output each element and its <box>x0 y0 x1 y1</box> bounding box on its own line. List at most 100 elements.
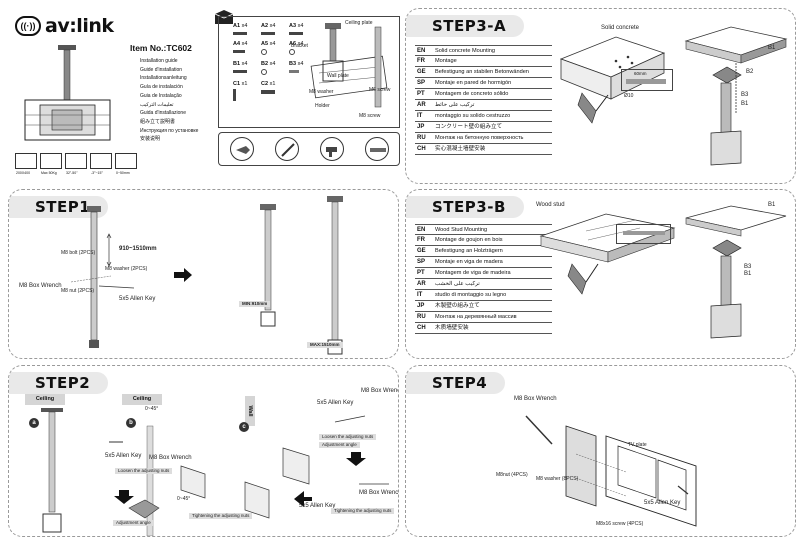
wrench-label: M8 Box Wrench <box>359 490 399 496</box>
level-icon <box>364 137 389 161</box>
weight-icon: Max 50Kg <box>40 153 62 175</box>
m8-washer-label: M8 washer (2PCS) <box>105 266 148 272</box>
wrench-label: M8 Box Wrench <box>149 455 192 461</box>
label-m8-screw: M8 screw <box>359 113 381 119</box>
part-c2: C2 x1 <box>261 81 287 101</box>
allen-key-label: 5x5 Allen Key <box>119 296 156 302</box>
wrench-label: M8 Box Wrench <box>514 396 557 402</box>
part-b3: B3 x4 <box>289 61 315 75</box>
guide-line: Guía de instalación <box>140 84 183 91</box>
step2-title: STEP2 <box>9 372 109 394</box>
step1-title: STEP1 <box>9 196 109 218</box>
mount-min-drawing <box>260 204 276 327</box>
label-holder: Holder <box>315 103 330 109</box>
concrete-block-drawing <box>559 36 666 124</box>
tv-plate-label: TV plate <box>628 442 647 448</box>
m8-wrench-label: M8 Box Wrench <box>19 283 62 289</box>
part-a6: A6 x4 <box>289 41 315 55</box>
arrow-right-icon <box>174 268 192 282</box>
screwdriver-icon <box>274 137 299 161</box>
m8-nut-label: M8nut (4PCS) <box>496 472 528 478</box>
step2-panel: STEP2 Ceiling Ceiling Wall a b c 0~45° 5… <box>8 365 399 537</box>
bolt-label: B3 <box>744 264 752 270</box>
allen-key-label: 5x5 Allen Key <box>299 503 336 509</box>
guide-line: Installation guide <box>140 58 178 64</box>
part-a3: A3 x4 <box>289 23 315 35</box>
label-wall-plate: Wall plate <box>327 73 349 79</box>
parts-bag-icon <box>214 10 234 24</box>
part-a5: A5 x4 <box>261 41 287 55</box>
sub-step-c: c <box>239 422 249 432</box>
ceiling-mount-drawing <box>685 205 787 339</box>
brand-name: av:link <box>45 15 114 37</box>
power-drill-icon <box>319 137 344 161</box>
wall-c-drawing <box>244 415 389 519</box>
mount-max-drawing <box>327 196 343 355</box>
bolt-label: B1 <box>741 101 749 107</box>
tighten-note: Tightening the adjusting nuts <box>189 513 253 519</box>
min-length-label: MIN:910mm <box>239 301 271 307</box>
guide-line: Installationsanleitung <box>140 75 187 82</box>
extension-icon: 0~50mm <box>115 153 137 175</box>
guide-line: تعليمات التركيب <box>140 101 174 108</box>
parts-list: A1 x4 A2 x4 A3 x4 A4 x4 A5 x4 A6 x4 B1 x… <box>218 16 400 128</box>
surface-label: Wood stud <box>536 202 565 208</box>
ceiling-mount-a-drawing <box>41 408 63 533</box>
wrench-label: M8 Box Wrench <box>361 388 398 394</box>
m8-nut-label: M8 nut (2PCS) <box>61 288 95 294</box>
part-a2: A2 x4 <box>261 23 287 35</box>
guide-line: 組み立て説明書 <box>140 118 176 125</box>
surface-label: Solid concrete <box>601 25 640 31</box>
label-m8-washer: M8 washer <box>309 89 334 95</box>
angle-label: 0~45° <box>177 496 191 502</box>
allen-key-label: 5x5 Allen Key <box>105 453 142 459</box>
step1-panel: STEP1 910~1510mm M8 bolt (2PCS) M8 washe… <box>8 189 399 359</box>
tilt-icon: -3°~15° <box>90 153 112 175</box>
sub-step-b: b <box>126 418 136 428</box>
product-drawing <box>24 45 111 141</box>
ceiling-tab-b: Ceiling <box>122 394 162 405</box>
item-number: Item No.:TC602 <box>130 43 192 53</box>
part-b1: B1 x4 <box>233 61 259 75</box>
max-length-label: MAX:1510mm <box>307 342 343 348</box>
part-a1: A1 x4 <box>233 23 259 35</box>
stud-detail-box <box>616 224 671 244</box>
guide-languages: Installation guide Guide d'installation … <box>140 57 198 144</box>
loosen-note: Loosen the adjusting nuts <box>115 468 173 474</box>
m8-washer-label: M8 washer (8PCS) <box>536 476 579 482</box>
label-ceiling-plate: Ceiling plate <box>345 20 373 26</box>
tilt-b-drawing <box>109 425 206 536</box>
guide-line: Guide d'installation <box>140 66 183 73</box>
adjust-note: Adjustment angle <box>113 520 154 526</box>
brand-mark-icon: ((·)) <box>15 16 41 36</box>
adjust-note: Adjustment angle <box>319 442 360 448</box>
guide-line: 安装说明 <box>140 136 161 143</box>
label-bracket: Bracket <box>291 43 308 49</box>
bolt-label: B2 <box>746 69 754 75</box>
m8-screw-label: M8x16 screw (4PCS) <box>596 521 644 527</box>
label-m6-screw: M6 screw <box>369 87 391 93</box>
bolt-label: B3 <box>741 92 749 98</box>
guide-line: Инструкция по установке <box>140 127 199 134</box>
part-a4: A4 x4 <box>233 41 259 55</box>
vesa-icon: 200X400 <box>15 153 37 175</box>
tighten-note: Tightening the adjusting nuts <box>331 508 395 514</box>
drill-icon <box>229 137 254 161</box>
ceiling-mount-drawing <box>684 26 788 166</box>
ceiling-tab-a: Ceiling <box>25 394 65 405</box>
guide-line: Guia de Instalação <box>140 92 182 99</box>
bolt-label: B1 <box>768 202 776 208</box>
bolt-label: B1 <box>744 271 752 277</box>
brand-logo: ((·)) av:link <box>15 15 114 37</box>
guide-line: Guida d'installazione <box>140 110 186 117</box>
m8-bolt-label: M8 bolt (2PCS) <box>61 250 96 256</box>
pole-extension-drawing <box>70 206 135 348</box>
allen-key-label: 5x5 Allen Key <box>644 500 681 506</box>
spec-icons: 200X400 Max 50Kg 32"-50" -3°~15° 0~50mm <box>15 153 137 175</box>
bolt-label: B1 <box>768 45 776 51</box>
